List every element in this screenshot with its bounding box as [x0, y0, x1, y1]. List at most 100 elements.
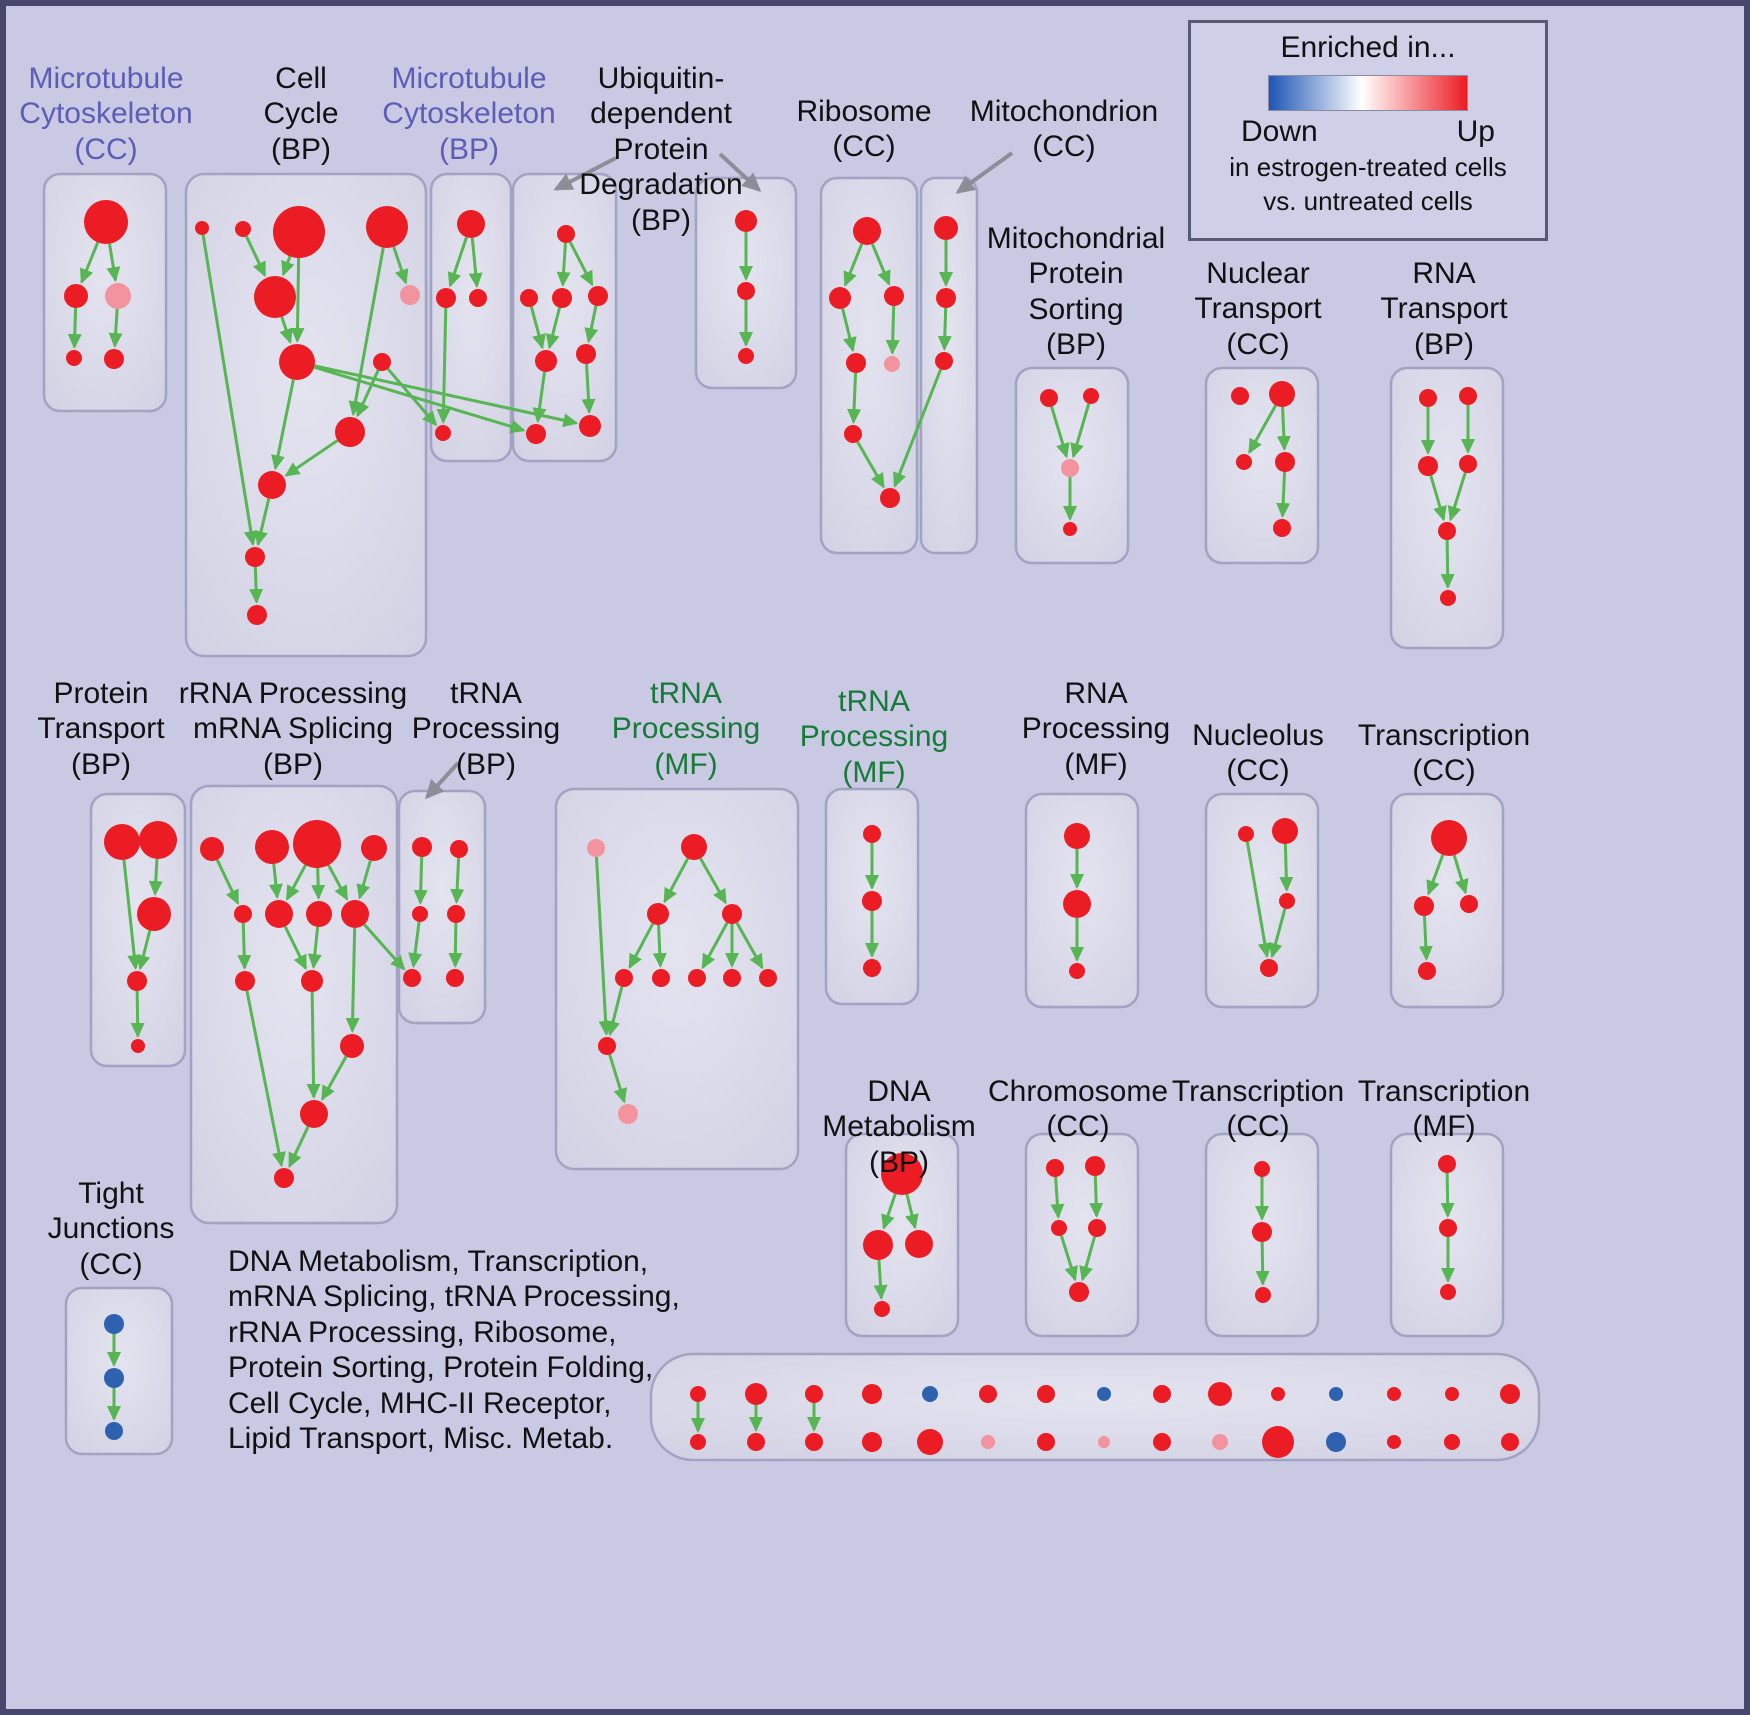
go-term-node [688, 969, 706, 987]
go-term-node [862, 891, 882, 911]
go-term-node [1262, 1426, 1294, 1458]
edge-arrow [529, 306, 546, 350]
cluster-box-nucleolus-cc [1204, 792, 1320, 1009]
edge-arrow [568, 241, 594, 287]
cluster-box-chromosome-cc [1024, 1132, 1140, 1338]
go-term-node [1275, 452, 1295, 472]
go-term-node [1061, 459, 1079, 477]
go-term-node [436, 288, 456, 308]
go-term-node [1329, 1387, 1343, 1401]
go-term-node [1085, 1156, 1105, 1176]
edge-arrow [450, 857, 465, 905]
go-term-node [335, 417, 365, 447]
go-term-node [846, 353, 866, 373]
go-term-node [446, 969, 464, 987]
go-term-node [127, 971, 147, 991]
edge-arrow [447, 236, 468, 288]
go-term-node [690, 1386, 706, 1402]
go-term-node [1272, 818, 1298, 844]
edge-arrow [201, 234, 258, 547]
go-term-node [469, 289, 487, 307]
go-term-node [520, 289, 538, 307]
edge-arrow [735, 921, 764, 970]
go-term-node [361, 835, 387, 861]
edge-arrow [237, 922, 252, 971]
edge-arrow [285, 864, 307, 901]
go-term-node [745, 1383, 767, 1405]
go-term-node [447, 905, 465, 923]
edge-arrow [937, 307, 952, 352]
cluster-box-microtubule-cytoskeleton-bp [429, 172, 513, 463]
go-term-node [105, 1422, 123, 1440]
edge-arrow [215, 859, 240, 905]
edge-arrow [663, 857, 690, 904]
go-term-node [722, 904, 742, 924]
go-term-node [340, 1034, 364, 1058]
edge-arrow [881, 1193, 897, 1230]
go-term-node [917, 1429, 943, 1455]
edge-arrow [136, 930, 152, 971]
legend-subtitle-line2: vs. untreated cells [1263, 186, 1473, 216]
go-term-node [1500, 1384, 1520, 1404]
go-term-node [195, 221, 209, 235]
edge-arrow [311, 867, 326, 901]
edge-arrow [1050, 406, 1070, 459]
go-term-node [104, 824, 140, 860]
edge-arrow [271, 379, 295, 471]
edge-arrow [1279, 843, 1294, 893]
go-term-node [863, 1230, 893, 1260]
edge-arrow [314, 364, 579, 428]
go-term-node [1254, 1161, 1270, 1177]
edge-arrow [245, 990, 286, 1168]
edge-arrow [1418, 915, 1433, 962]
cluster-box-nuclear-transport-cc [1204, 366, 1320, 565]
go-term-node [829, 287, 851, 309]
go-term-node [526, 424, 546, 444]
go-term-node [1064, 823, 1090, 849]
edge-arrow [356, 860, 372, 900]
go-term-node [1088, 1219, 1106, 1237]
go-term-node [105, 283, 131, 309]
go-term-node [373, 353, 391, 371]
go-term-node [587, 839, 605, 857]
go-term-node [412, 837, 432, 857]
go-term-node [64, 284, 88, 308]
go-term-node [450, 840, 468, 858]
edge-arrow [581, 363, 596, 415]
go-term-node [1236, 454, 1252, 470]
edge-arrow [327, 864, 349, 901]
go-term-node [274, 1168, 294, 1188]
go-term-node [981, 1435, 995, 1449]
edge-arrow [1268, 908, 1287, 959]
callout-arrow [424, 761, 460, 800]
go-term-node [1438, 1155, 1456, 1173]
edge-arrow [1255, 1241, 1270, 1287]
edge-arrow [268, 863, 283, 900]
edge-arrow [1440, 1172, 1455, 1219]
go-term-node [723, 969, 741, 987]
go-term-node [1260, 959, 1278, 977]
go-term-node [1097, 1387, 1111, 1401]
go-term-node [1037, 1385, 1055, 1403]
edge-arrow [306, 991, 321, 1100]
go-term-node [1063, 890, 1091, 918]
edge-arrow [1276, 406, 1291, 452]
go-term-node [1040, 389, 1058, 407]
go-term-node [1208, 1382, 1232, 1406]
go-term-node [690, 1434, 706, 1450]
edge-arrow [843, 243, 864, 287]
go-term-node [862, 1432, 882, 1452]
go-term-node [805, 1433, 823, 1451]
go-term-node [265, 900, 293, 928]
edge-arrow [595, 856, 613, 1037]
go-term-node [1387, 1435, 1401, 1449]
go-term-node [1501, 1433, 1519, 1451]
go-term-node [844, 425, 862, 443]
go-term-node [366, 206, 408, 248]
go-term-node [1269, 381, 1295, 407]
go-term-node [759, 969, 777, 987]
legend-title: Enriched in... [1280, 31, 1456, 64]
go-term-node [255, 830, 289, 864]
edge-arrow [556, 242, 571, 288]
